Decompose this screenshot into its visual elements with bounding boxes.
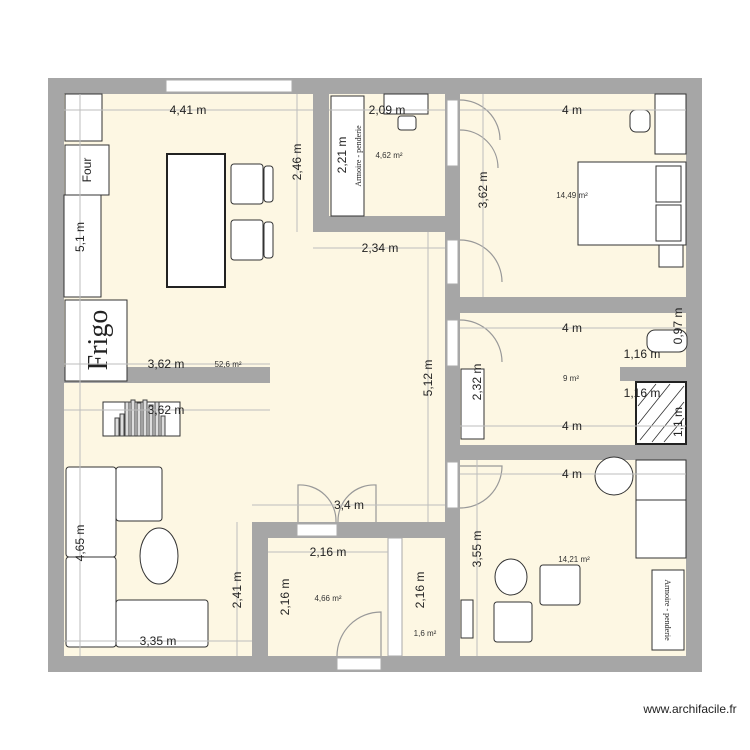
openings bbox=[165, 79, 503, 671]
area-closet: 1,6 m² bbox=[414, 629, 437, 638]
fridge bbox=[64, 299, 128, 382]
armchair bbox=[493, 601, 533, 643]
dimension-label: 2,16 m bbox=[413, 572, 427, 609]
dimension-label: 4 m bbox=[562, 467, 582, 481]
dimension-label: 4,41 m bbox=[170, 103, 207, 117]
fridge-label: Frigo bbox=[83, 310, 114, 371]
watermark[interactable]: www.archifacile.fr bbox=[642, 702, 736, 716]
washbasin bbox=[594, 456, 634, 496]
sink bbox=[383, 93, 429, 115]
area-bedroom-bottom: 14,21 m² bbox=[558, 555, 590, 564]
door-opening bbox=[296, 523, 338, 537]
dimension-label: 2,34 m bbox=[362, 241, 399, 255]
door-swing bbox=[459, 319, 503, 363]
desk bbox=[654, 93, 687, 155]
dimension-label: 4,65 m bbox=[73, 525, 87, 562]
chair bbox=[230, 219, 264, 261]
wardrobe bbox=[330, 95, 365, 217]
dimension-label: 1,16 m bbox=[624, 386, 661, 400]
dining-table bbox=[166, 153, 226, 288]
radiator bbox=[460, 599, 474, 639]
dimension-label: 2,46 m bbox=[290, 144, 304, 181]
dimension-label: 3,62 m bbox=[148, 357, 185, 371]
room-areas: 52,6 m² 4,62 m² 14,49 m² 9 m² 14,21 m² 4… bbox=[214, 151, 590, 638]
nightstand bbox=[658, 244, 684, 268]
dimension-labels: 4,41 m 2,09 m 2,46 m 2,21 m 2,34 m 5,1 m… bbox=[73, 103, 685, 648]
door-swing bbox=[459, 239, 503, 283]
dimension-lines bbox=[64, 94, 686, 656]
dimension-label: 5,1 m bbox=[73, 222, 87, 252]
area-living: 52,6 m² bbox=[214, 360, 241, 369]
dimension-label: 4 m bbox=[562, 321, 582, 335]
door-opening bbox=[446, 239, 459, 285]
sliding-partition bbox=[387, 537, 403, 657]
door-opening bbox=[446, 99, 459, 167]
dimension-label: 3,4 m bbox=[334, 498, 364, 512]
dimension-label: 3,62 m bbox=[476, 172, 490, 209]
double-sink bbox=[460, 368, 485, 440]
armchair bbox=[539, 564, 581, 606]
door-swing bbox=[459, 99, 501, 141]
door-swing bbox=[459, 129, 499, 169]
dimension-label: 2,41 m bbox=[230, 572, 244, 609]
dimension-label: 4 m bbox=[562, 103, 582, 117]
dimension-label: 2,16 m bbox=[278, 579, 292, 616]
dimension-label: 2,32 m bbox=[470, 364, 484, 401]
area-bathroom: 9 m² bbox=[563, 374, 579, 383]
sink bbox=[64, 93, 103, 142]
area-bedroom-top: 14,49 m² bbox=[556, 191, 588, 200]
door-opening bbox=[336, 657, 382, 671]
toilet bbox=[397, 115, 417, 131]
dimension-label: 3,62 m bbox=[148, 403, 185, 417]
door-swing bbox=[297, 484, 377, 523]
dimension-label: 3,35 m bbox=[140, 634, 177, 648]
dimension-label: 2,16 m bbox=[310, 545, 347, 559]
door-swing bbox=[459, 465, 503, 509]
dimension-label: 2,21 m bbox=[335, 137, 349, 174]
coffee-table bbox=[139, 527, 179, 585]
dimension-label: 0,97 m bbox=[671, 308, 685, 345]
area-storage: 4,62 m² bbox=[375, 151, 402, 160]
wardrobe-label: Armoire - penderie bbox=[663, 579, 672, 641]
area-small-room: 4,66 m² bbox=[314, 594, 341, 603]
dimension-label: 3,55 m bbox=[470, 531, 484, 568]
wardrobe-label: Armoire - penderie bbox=[354, 125, 363, 187]
wardrobe bbox=[651, 569, 685, 651]
toilet bbox=[646, 329, 688, 353]
side-table bbox=[494, 558, 528, 596]
shower bbox=[635, 381, 687, 445]
window-top bbox=[165, 79, 293, 93]
chair bbox=[629, 109, 651, 133]
chair bbox=[230, 163, 264, 205]
furniture: Four Frigo Armoire - penderie bbox=[63, 93, 688, 651]
dimension-label: 1,16 m bbox=[624, 347, 661, 361]
dimension-label: 5,12 m bbox=[421, 360, 435, 397]
dimension-label: 1,1 m bbox=[671, 407, 685, 437]
oven-label: Four bbox=[80, 158, 94, 183]
dimension-label: 4 m bbox=[562, 419, 582, 433]
door-swing bbox=[336, 611, 382, 657]
cabinet bbox=[635, 459, 687, 501]
door-opening bbox=[446, 319, 459, 367]
door-opening bbox=[446, 461, 459, 509]
dimension-label: 2,09 m bbox=[369, 103, 406, 117]
counter bbox=[63, 194, 102, 298]
